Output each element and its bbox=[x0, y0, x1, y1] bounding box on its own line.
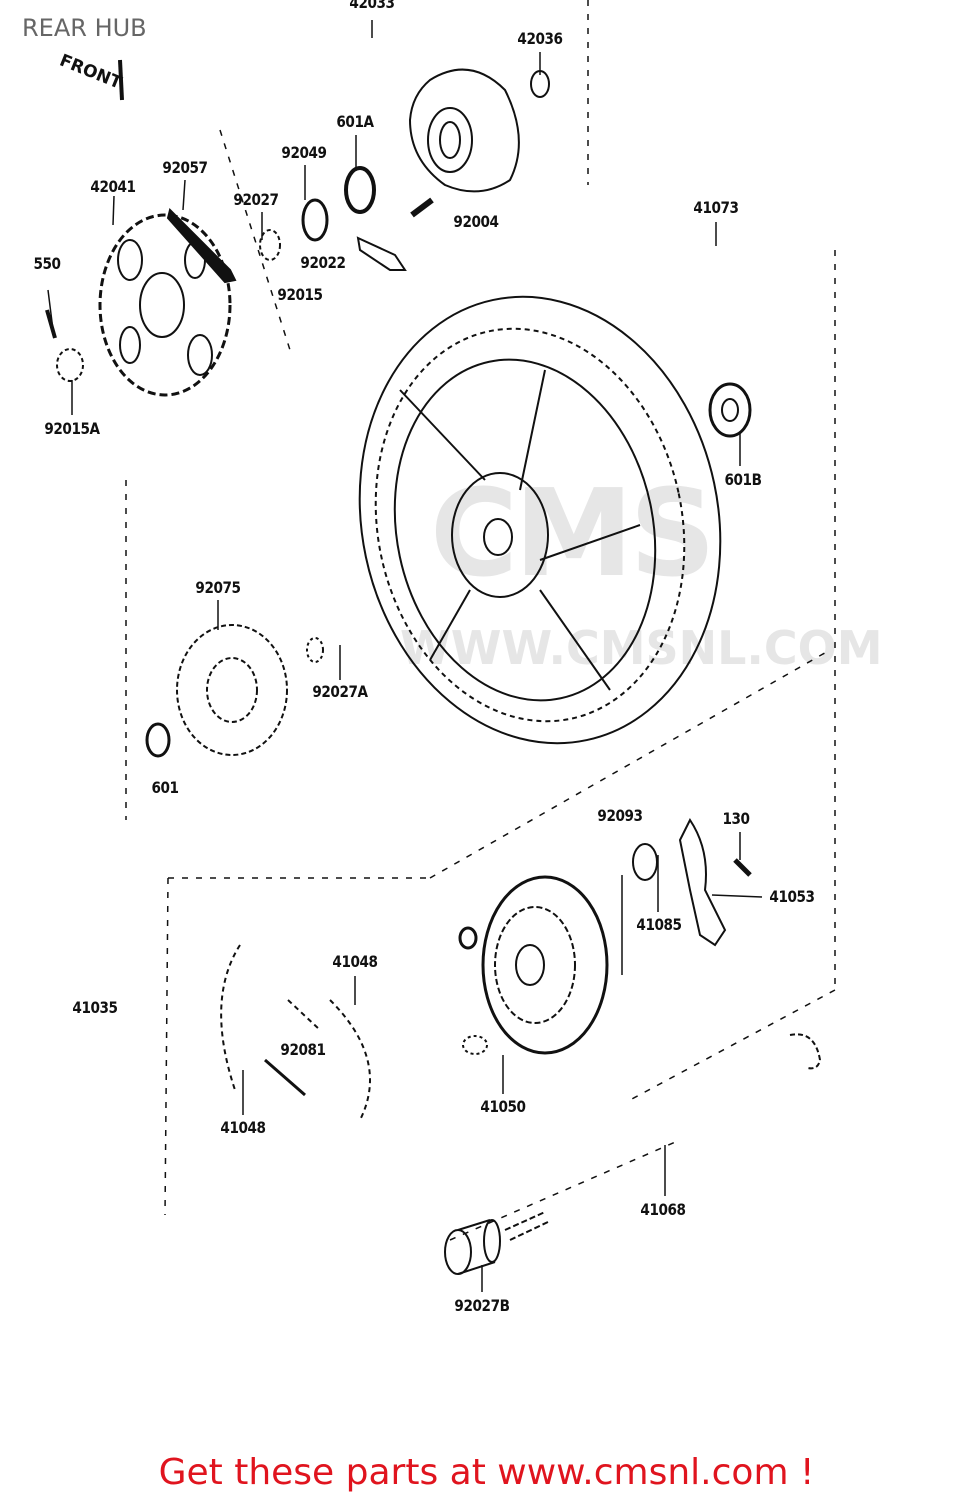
seal-92049 bbox=[301, 198, 329, 242]
footer-link[interactable]: Get these parts at www.cmsnl.com ! bbox=[158, 1452, 815, 1493]
part-label-92027B[interactable]: 92027B bbox=[454, 1296, 510, 1315]
part-label-41048-upper[interactable]: 41048 bbox=[332, 952, 378, 971]
bolt-130 bbox=[733, 858, 752, 877]
bearing-601B-inner bbox=[721, 398, 739, 422]
part-label-601A[interactable]: 601A bbox=[336, 112, 374, 131]
part-label-41035[interactable]: 41035 bbox=[72, 998, 118, 1017]
part-label-550[interactable]: 550 bbox=[33, 254, 61, 273]
part-label-92015[interactable]: 92015 bbox=[277, 285, 323, 304]
lock-92022 bbox=[356, 236, 407, 271]
bolt-550 bbox=[45, 309, 57, 339]
part-label-92093[interactable]: 92093 bbox=[597, 806, 643, 825]
part-label-41053[interactable]: 41053 bbox=[769, 887, 815, 906]
damper-92075 bbox=[176, 624, 288, 756]
lever-41053 bbox=[678, 818, 727, 947]
part-label-92004[interactable]: 92004 bbox=[453, 212, 499, 231]
part-label-601[interactable]: 601 bbox=[151, 778, 179, 797]
stud-92004 bbox=[410, 197, 434, 218]
part-label-92081[interactable]: 92081 bbox=[280, 1040, 326, 1059]
leader-lines bbox=[47, 20, 763, 1292]
part-label-42041[interactable]: 42041 bbox=[90, 177, 136, 196]
assembly-lines bbox=[125, 0, 836, 1241]
collar-92027 bbox=[259, 229, 281, 261]
seal-41085 bbox=[632, 843, 658, 881]
watermark-url: WWW.CMSNL.COM bbox=[400, 621, 883, 675]
bearing-601A bbox=[344, 166, 376, 214]
part-label-130[interactable]: 130 bbox=[722, 809, 750, 828]
part-label-92049[interactable]: 92049 bbox=[281, 143, 327, 162]
bearing-601B bbox=[708, 382, 752, 438]
bearing-601 bbox=[145, 722, 171, 758]
nut-92015A bbox=[56, 348, 84, 382]
part-label-92027A[interactable]: 92027A bbox=[312, 682, 368, 701]
brake-shoes-41048 bbox=[220, 944, 371, 1121]
collar-92027A bbox=[306, 637, 324, 663]
front-arrow bbox=[118, 59, 124, 101]
sleeve-92027B bbox=[444, 1211, 549, 1275]
part-label-92022[interactable]: 92022 bbox=[300, 253, 346, 272]
brake-panel-41050 bbox=[458, 875, 609, 1055]
part-label-92075[interactable]: 92075 bbox=[195, 578, 241, 597]
watermark-logo: CMS bbox=[430, 465, 716, 604]
wheel-41073 bbox=[358, 295, 722, 745]
part-label-41050[interactable]: 41050 bbox=[480, 1097, 526, 1116]
part-label-92027[interactable]: 92027 bbox=[233, 190, 279, 209]
part-label-41048-lower[interactable]: 41048 bbox=[220, 1118, 266, 1137]
coupling-42033 bbox=[408, 68, 520, 193]
part-label-92015A[interactable]: 92015A bbox=[44, 419, 100, 438]
page-title: REAR HUB bbox=[22, 14, 147, 42]
part-label-92057[interactable]: 92057 bbox=[162, 158, 208, 177]
part-label-42036[interactable]: 42036 bbox=[517, 29, 563, 48]
part-label-41085[interactable]: 41085 bbox=[636, 915, 682, 934]
circlip bbox=[789, 1033, 822, 1070]
lock-plate-92057 bbox=[166, 208, 237, 284]
part-label-41073[interactable]: 41073 bbox=[693, 198, 739, 217]
part-label-41068[interactable]: 41068 bbox=[640, 1200, 686, 1219]
sprocket-42041 bbox=[98, 213, 232, 397]
part-label-42033[interactable]: 42033 bbox=[349, 0, 395, 12]
part-label-601B[interactable]: 601B bbox=[724, 470, 762, 489]
nut-42036 bbox=[530, 70, 550, 98]
